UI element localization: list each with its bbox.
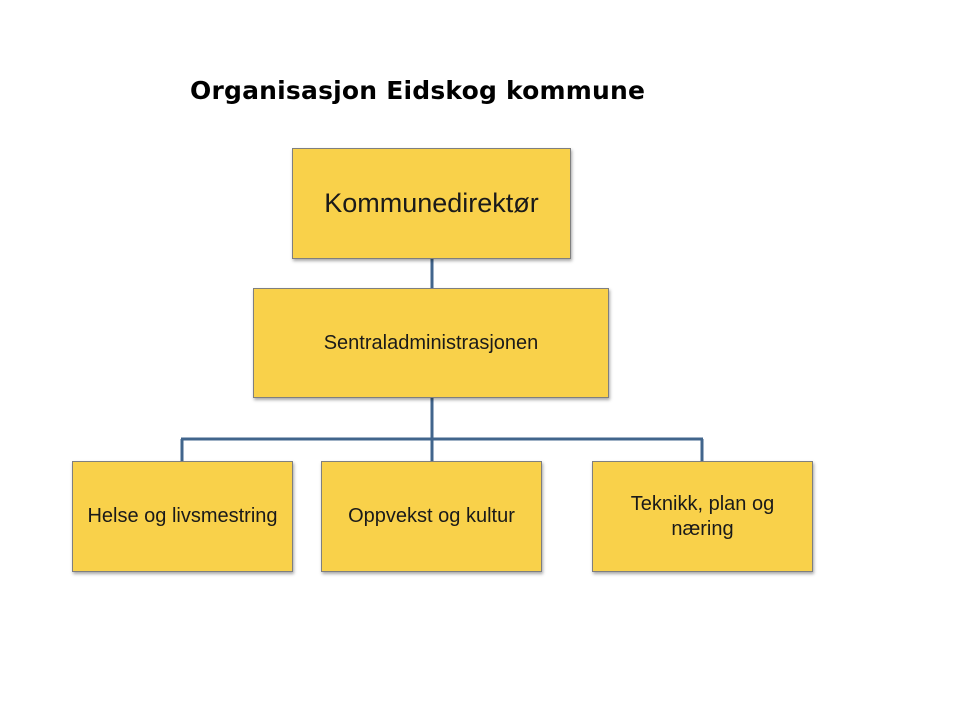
box-oppvekst-og-kultur: Oppvekst og kultur — [321, 461, 542, 572]
box-helse-og-livsmestring-label: Helse og livsmestring — [87, 505, 278, 527]
box-oppvekst-og-kultur-label: Oppvekst og kultur — [348, 505, 515, 527]
box-sentraladministrasjonen: Sentraladministrasjonen — [253, 288, 609, 398]
box-sentraladministrasjonen-label: Sentraladministrasjonen — [323, 331, 539, 354]
page-title: Organisasjon Eidskog kommune — [190, 76, 646, 105]
box-kommunedirektor-label: Kommunedirektør — [324, 187, 539, 218]
box-teknikk-plan-og-naering: Teknikk, plan og næring — [592, 461, 813, 572]
box-teknikk-plan-og-naering-label: Teknikk, plan og næring — [630, 492, 775, 540]
box-helse-og-livsmestring: Helse og livsmestring — [72, 461, 293, 572]
box-kommunedirektor: Kommunedirektør — [292, 148, 571, 259]
